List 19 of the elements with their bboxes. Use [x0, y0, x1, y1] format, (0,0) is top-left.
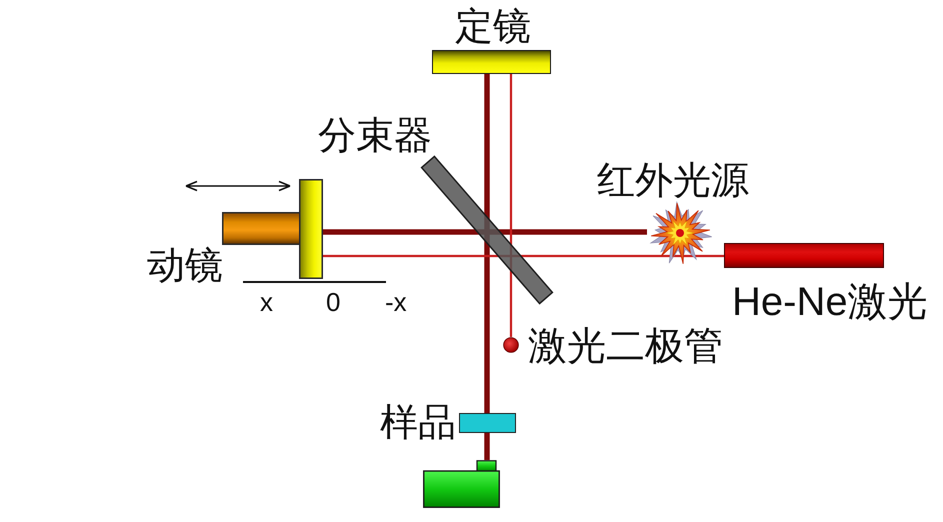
component-label: 激光二极管: [528, 326, 723, 368]
component-label: 分束器: [318, 114, 432, 158]
light-beam: [520, 254, 724, 258]
axis-tick-label: -x: [385, 288, 407, 316]
component-label: He-Ne激光: [732, 280, 928, 324]
axis-tick-label: x: [260, 288, 273, 316]
component-label: 定镜: [455, 6, 531, 48]
component-label: 动镜: [147, 246, 223, 286]
light-beam: [510, 270, 512, 337]
axis-tick-label: 0: [326, 288, 340, 316]
light-beam: [484, 433, 490, 460]
component-label: 样品: [380, 402, 456, 444]
light-beam: [510, 74, 512, 245]
light-beam: [500, 229, 647, 235]
light-beam: [484, 242, 490, 413]
light-beam: [323, 254, 498, 258]
light-beam: [323, 229, 478, 235]
component-label: 红外光源: [597, 162, 749, 200]
light-beam: [484, 74, 490, 218]
